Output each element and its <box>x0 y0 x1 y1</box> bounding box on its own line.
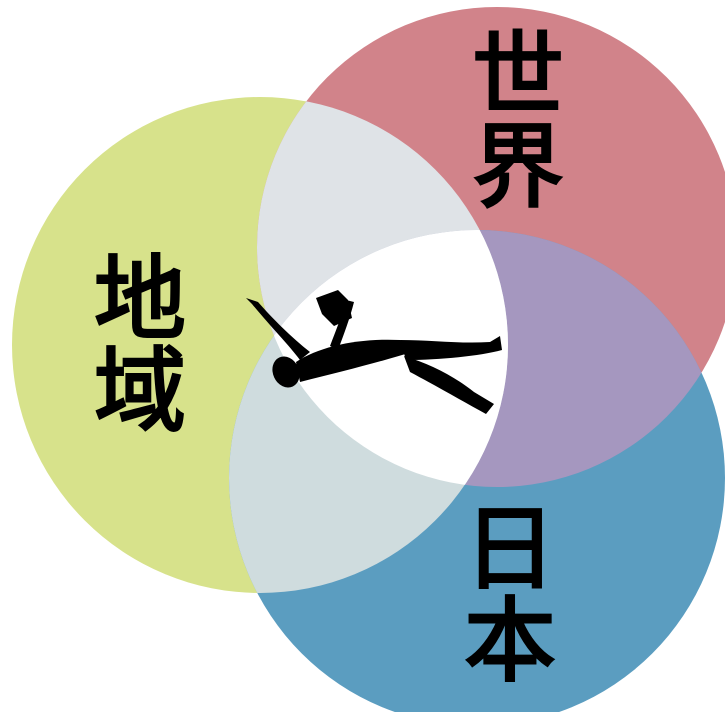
tumbling-person-silhouette-icon <box>246 290 502 414</box>
region-label: 地域 <box>79 250 186 434</box>
japan-label: 日本 <box>449 500 556 684</box>
world-label: 世界 <box>457 26 564 210</box>
